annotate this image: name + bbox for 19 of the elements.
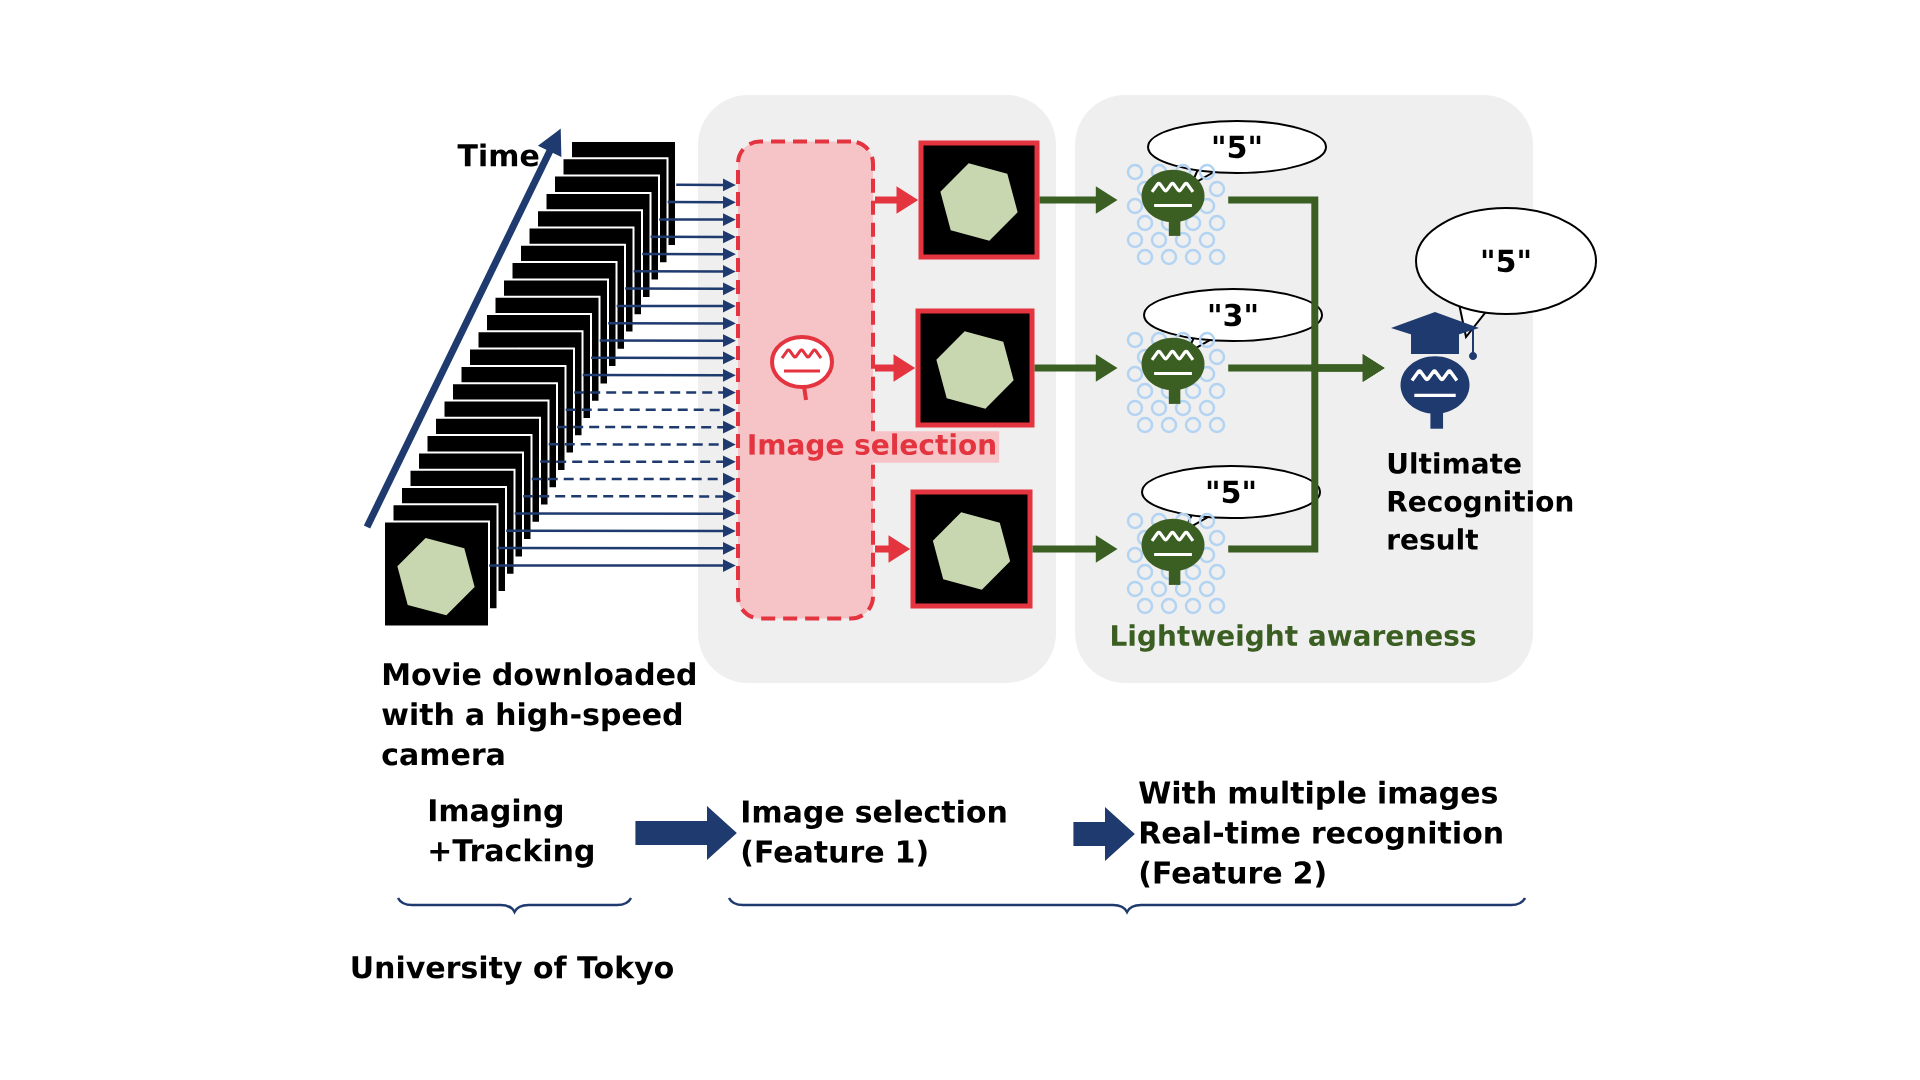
brain-network-icon	[1126, 512, 1226, 615]
photo	[918, 140, 1040, 260]
speech-bubble: "3"	[1143, 288, 1323, 356]
speech-bubble: "5"	[1147, 120, 1327, 188]
node-label: Movie downloaded with a high-speed camera	[382, 662, 695, 766]
photo	[915, 308, 1035, 428]
brain-network-icon	[1126, 163, 1226, 266]
graduate-brain-icon	[1391, 312, 1479, 429]
brain-network-icon	[1126, 331, 1226, 434]
frame-stack-drawing	[383, 140, 677, 628]
step-text: Imaging +Tracking	[429, 798, 593, 868]
step-text: Image selection (Feature 1)	[742, 799, 1006, 867]
step-text: With multiple images Real-time recognition (Feature 2)	[1139, 780, 1502, 888]
speech-bubble: "5"	[1141, 465, 1321, 533]
node-label: Ultimate Recognition result	[1388, 452, 1573, 550]
label: Time	[457, 143, 539, 167]
label: University of Tokyo	[352, 955, 673, 985]
speech-bubble: "5"	[1415, 207, 1597, 340]
photo	[910, 489, 1033, 609]
